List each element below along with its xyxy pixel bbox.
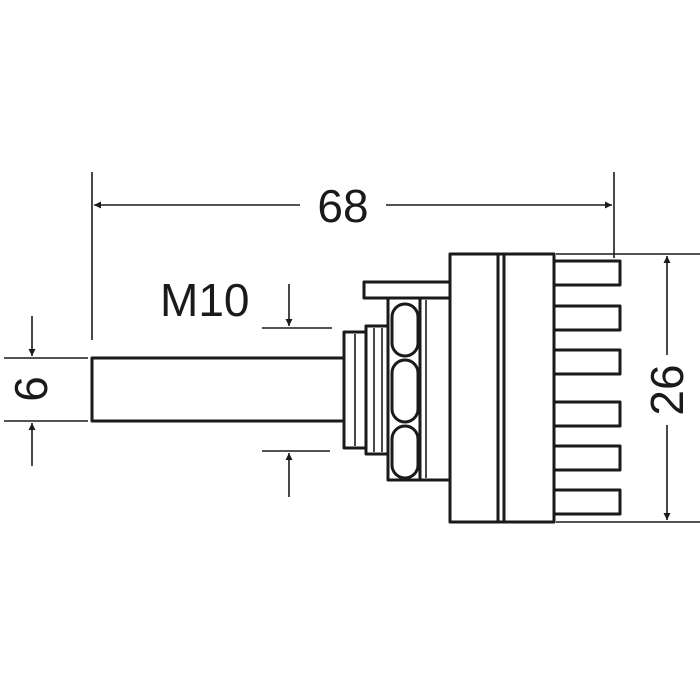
height-label-background [648, 355, 688, 425]
body-height-label: 26 [641, 364, 693, 415]
dimension-thread: M10 [160, 274, 332, 497]
switch-body [448, 252, 556, 524]
bushing-collar [364, 324, 392, 456]
terminal-5 [552, 444, 622, 472]
nut-segment-bottom [390, 424, 420, 480]
overall-length-label: 68 [317, 180, 368, 232]
mounting-plate [418, 296, 452, 482]
thread-label: M10 [160, 274, 249, 326]
nut-segment-middle [390, 358, 420, 424]
terminal-2 [552, 304, 622, 332]
shaft [90, 356, 348, 423]
stop-tab [362, 280, 452, 300]
nut-segment-top [390, 302, 420, 358]
dimension-overall-length: 68 [91, 172, 615, 340]
rotary-switch [90, 252, 622, 524]
dimension-body-height: 26 [556, 253, 700, 523]
terminal-3 [552, 348, 622, 376]
shaft-diameter-label: 6 [5, 376, 57, 402]
terminal-1 [552, 259, 622, 287]
terminals [552, 259, 622, 516]
terminal-4 [552, 400, 622, 428]
terminal-6 [552, 488, 622, 516]
dimension-shaft-diameter: 6 [4, 316, 88, 466]
